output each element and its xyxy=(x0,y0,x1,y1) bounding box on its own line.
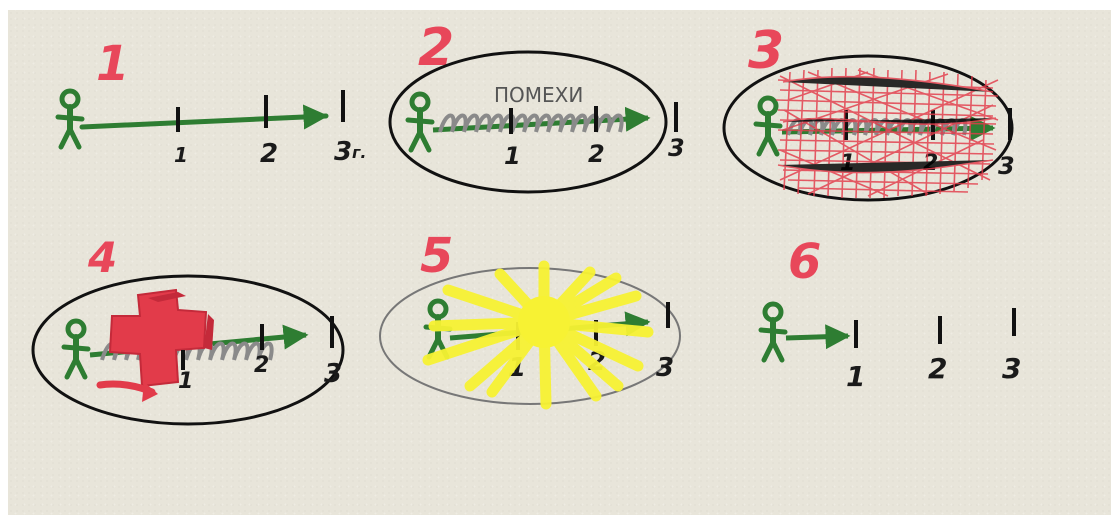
tick-label: 1 xyxy=(174,143,188,167)
person-icon xyxy=(408,94,432,150)
tick-label: 3 xyxy=(668,134,685,162)
panel-6-number: 6 xyxy=(788,234,821,290)
panel-2-number: 2 xyxy=(418,18,454,78)
tick-label: 2 xyxy=(260,139,278,169)
panel-4-number: 4 xyxy=(87,233,117,282)
goal-arrow xyxy=(785,324,851,350)
sun-core xyxy=(518,296,570,348)
tick-label: 1 xyxy=(178,369,193,394)
goal-arrow xyxy=(79,104,329,130)
person-icon xyxy=(58,91,82,147)
panel-5: 5 1 2 3 xyxy=(379,228,681,410)
red-cross-icon xyxy=(108,288,214,388)
red-scribble xyxy=(775,67,999,199)
panel-1-number: 1 xyxy=(96,36,129,92)
panel-6: 6 1 2 3 xyxy=(761,234,1021,393)
panel-1: 1 1 2 3 г. xyxy=(58,36,366,169)
tick-label: 3 xyxy=(656,353,674,383)
context-ellipse xyxy=(388,50,668,194)
context-ellipse xyxy=(379,267,681,405)
tick-label: 1 xyxy=(846,360,865,393)
tick-label: 2 xyxy=(588,140,605,168)
year-suffix: г. xyxy=(352,143,366,162)
noise-label: ПОМЕХИ xyxy=(494,83,583,107)
drawing-board: 1 1 2 3 г. 2 ПОМЕХИ 1 2 3 3 1 2 3 xyxy=(8,10,1111,515)
red-arrow-head xyxy=(142,382,158,402)
person-icon xyxy=(756,98,780,154)
diagram-canvas: 1 1 2 3 г. 2 ПОМЕХИ 1 2 3 3 1 2 3 xyxy=(31,18,1021,426)
tick-label: 3 xyxy=(998,152,1015,180)
panel-5-number: 5 xyxy=(420,228,453,284)
person-icon xyxy=(761,304,785,360)
context-ellipse xyxy=(31,274,345,426)
tick-label: 3 xyxy=(324,359,342,389)
tick-label: 1 xyxy=(504,142,521,170)
panel-4: 4 1 2 3 xyxy=(31,233,345,426)
tick-label: 3 xyxy=(334,137,352,167)
person-icon xyxy=(64,321,88,377)
panel-3: 3 1 2 3 xyxy=(722,21,1015,202)
panel-2: 2 ПОМЕХИ 1 2 3 xyxy=(388,18,685,194)
tick-label: 2 xyxy=(928,352,947,385)
tick-label: 2 xyxy=(254,353,269,378)
tick-label: 3 xyxy=(1002,352,1021,385)
